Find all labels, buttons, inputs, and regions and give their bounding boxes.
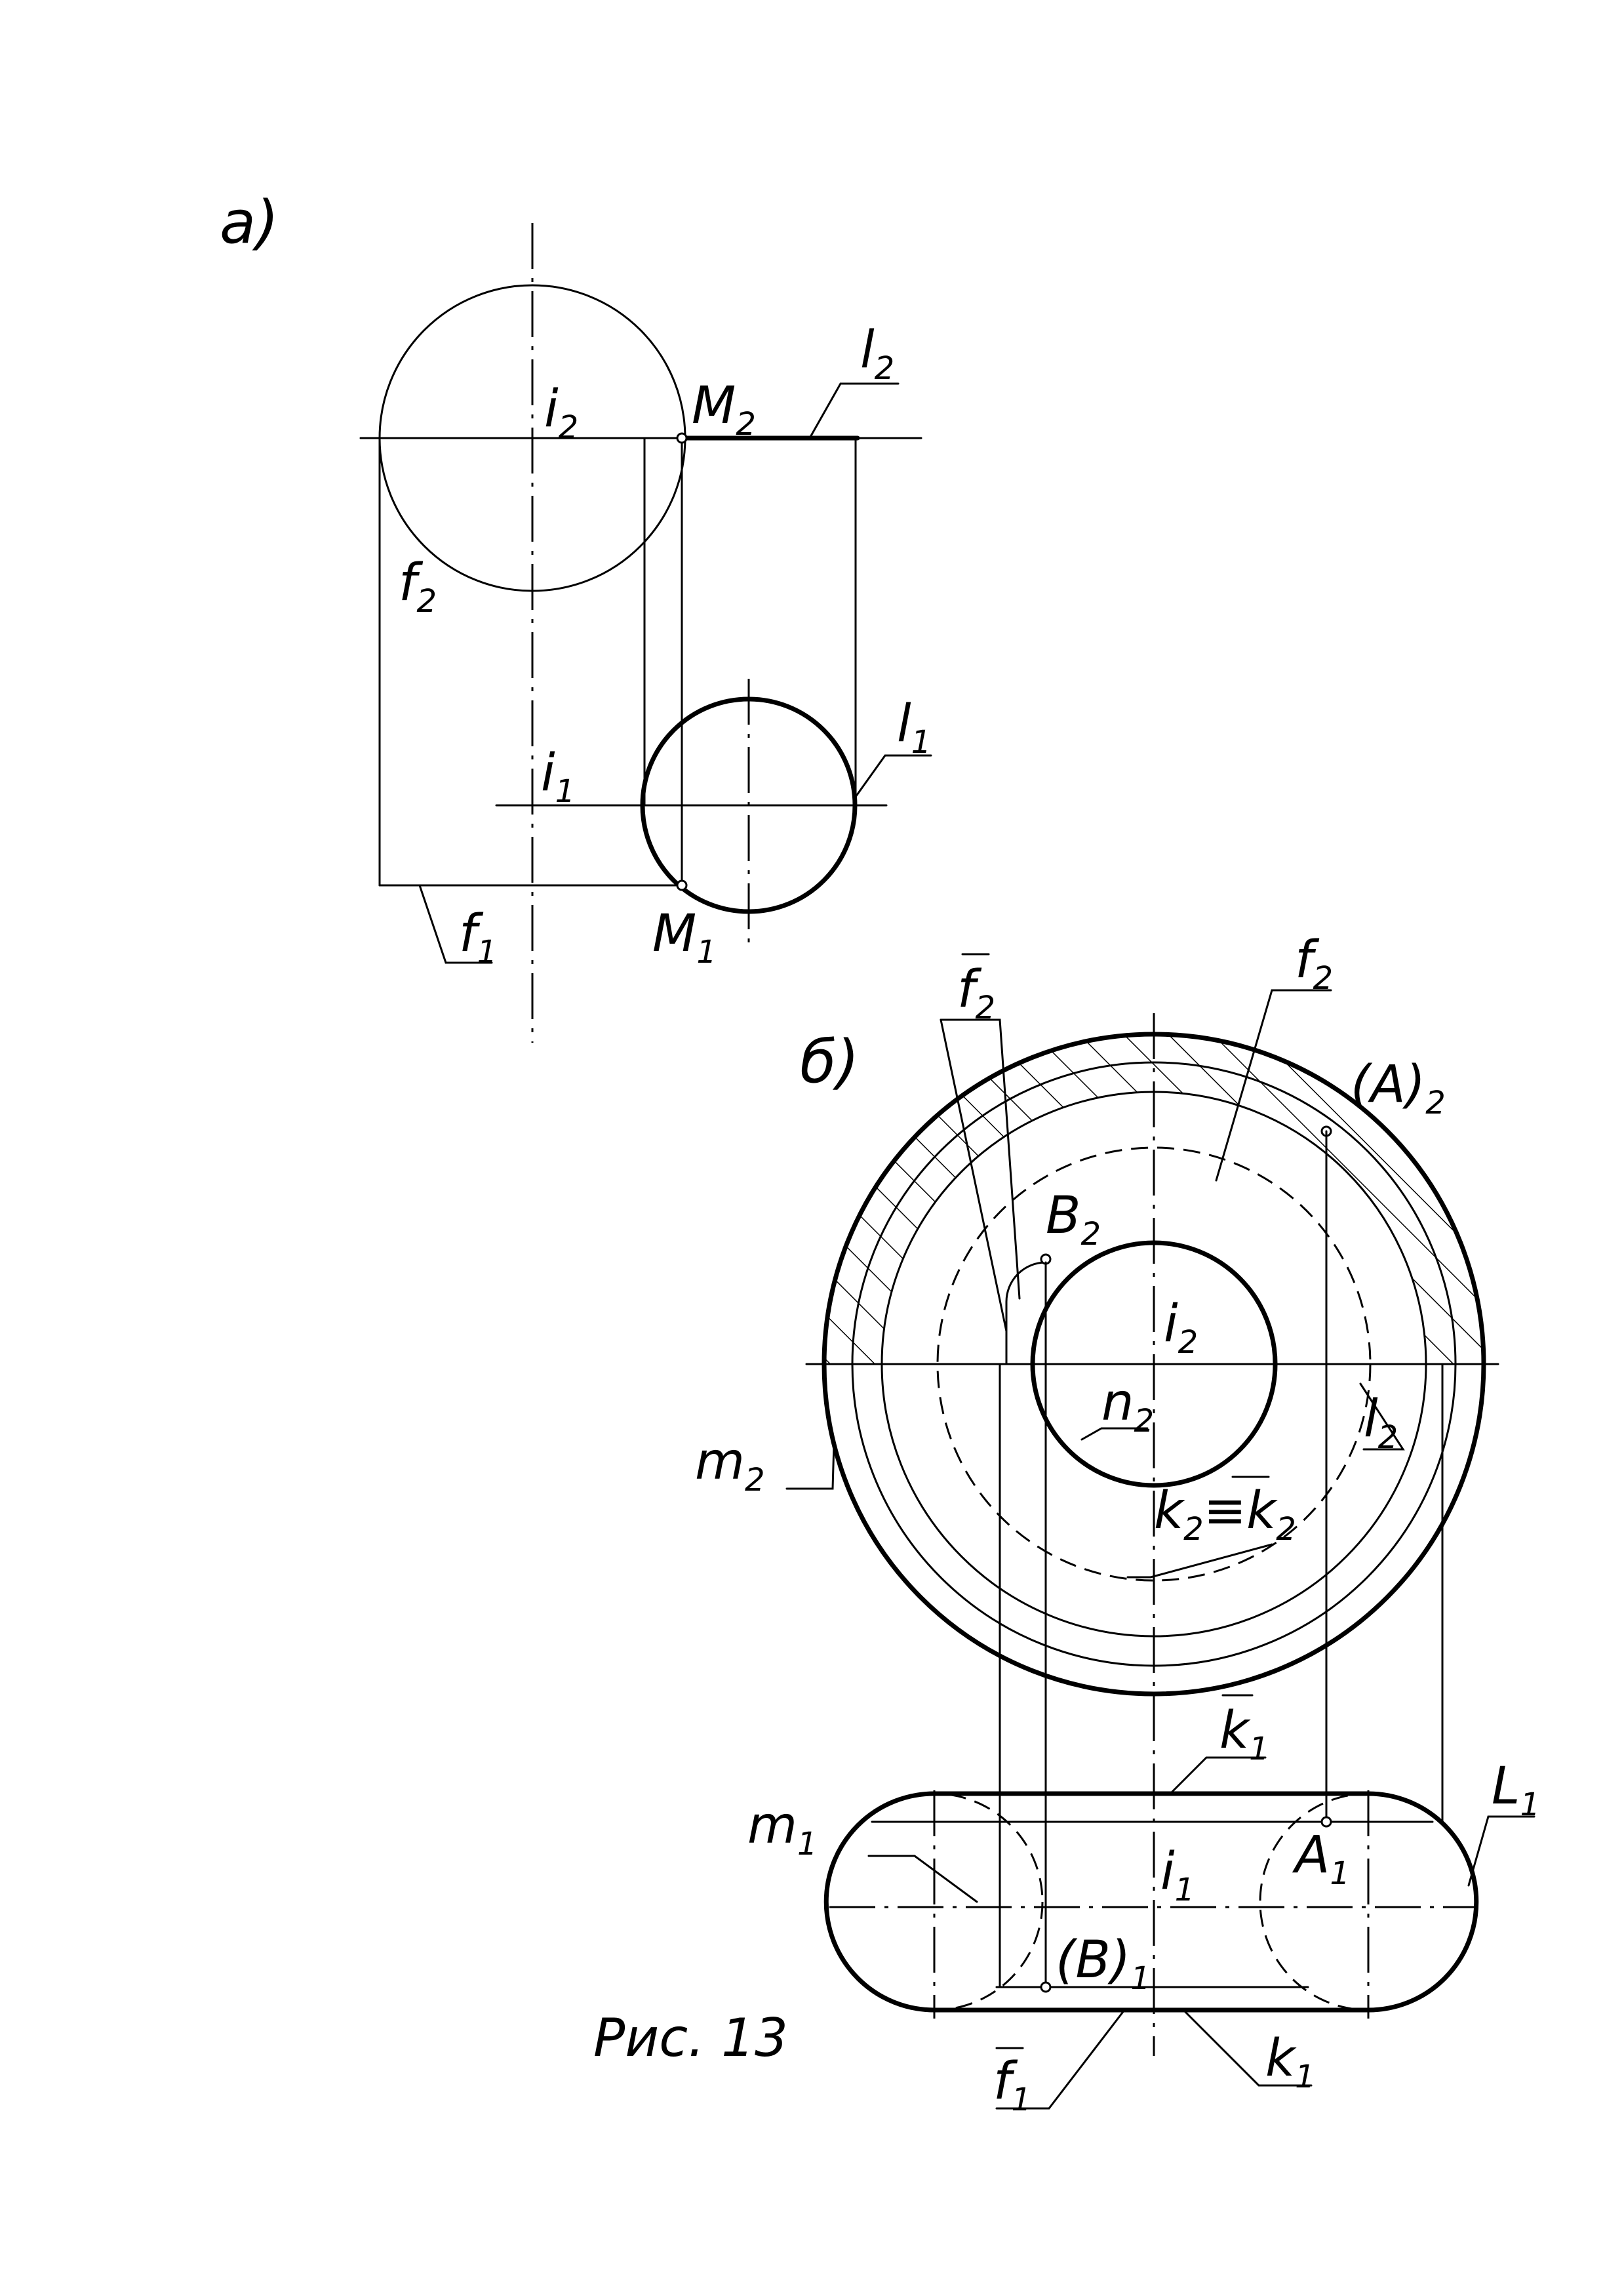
point-M1 <box>676 879 688 891</box>
label-i2-a: i2 <box>544 380 578 446</box>
leader-l2 <box>808 382 900 439</box>
label-A2: (A)2 <box>1351 1055 1446 1121</box>
leader-l2-b <box>1359 1382 1405 1451</box>
label-k1bar: k1 <box>1219 1701 1269 1767</box>
inner-circle-n2 <box>1030 1240 1278 1488</box>
label-A1: A1 <box>1292 1826 1350 1892</box>
leader-n2 <box>1080 1427 1149 1441</box>
leader-l1 <box>854 754 932 798</box>
label-B1: (B)1 <box>1056 1931 1151 1997</box>
leader-k1bar <box>1169 1756 1267 1795</box>
label-n2: n2 <box>1101 1373 1154 1439</box>
label-B2: B2 <box>1046 1186 1101 1253</box>
circle-l1 <box>640 696 858 914</box>
leader-m2 <box>785 1441 835 1490</box>
point-B1 <box>1040 1981 1052 1993</box>
part-b: б) <box>695 931 1540 2118</box>
torus-outline-L1 <box>823 1791 1479 2013</box>
label-k2-equiv: k2≡k2 <box>1154 1481 1296 1548</box>
label-m2: m2 <box>695 1432 765 1499</box>
label-m1: m1 <box>747 1796 818 1862</box>
label-k1: k1 <box>1265 2029 1315 2095</box>
label-L1: L1 <box>1492 1757 1540 1823</box>
point-M2 <box>676 432 688 444</box>
label-M1: M1 <box>652 904 717 971</box>
leader-L1 <box>1467 1815 1535 1887</box>
leader-k2 <box>1126 1543 1273 1579</box>
circle-l2 <box>851 1061 1457 1667</box>
circle-k2 <box>936 1146 1372 1582</box>
outer-circle-m2 <box>822 1032 1486 1697</box>
leader-m1 <box>867 1855 978 1903</box>
leader-f1 <box>418 884 493 964</box>
leader-f1bar <box>995 2009 1126 2110</box>
label-f2-a: f2 <box>399 553 437 620</box>
label-l1-a: l1 <box>897 694 931 761</box>
label-f1bar: f1 <box>993 2052 1031 2118</box>
label-f1-a: f1 <box>459 904 497 971</box>
figure-caption: Рис. 13 <box>593 2007 788 2068</box>
part-a: а) i2 M2 l2 f2 i1 l1 f1 M1 <box>220 188 932 1043</box>
label-i1-b: i1 <box>1160 1842 1195 1908</box>
leader-k1 <box>1182 2009 1313 2087</box>
label-l2-a: l2 <box>860 321 894 387</box>
leader-f2bar-2 <box>940 1018 1008 1333</box>
label-f2bar: f2 <box>957 960 995 1026</box>
label-i2-b: i2 <box>1164 1295 1198 1361</box>
section-curve-f2bar <box>1005 1261 1047 1365</box>
hidden-circle-left <box>825 1792 1044 2011</box>
point-A1 <box>1320 1816 1332 1828</box>
part-a-label: а) <box>220 188 279 257</box>
label-M2: M2 <box>692 376 756 443</box>
hidden-circle-right <box>1259 1792 1478 2011</box>
leader-f2bar-1 <box>940 1018 1021 1300</box>
part-b-label: б) <box>800 1028 860 1097</box>
label-f2-b: f2 <box>1295 931 1333 997</box>
label-l2-b: l2 <box>1364 1390 1398 1456</box>
label-i1-a: i1 <box>541 744 575 810</box>
leader-f2 <box>1215 989 1332 1182</box>
circle-f2-inner <box>881 1091 1427 1638</box>
